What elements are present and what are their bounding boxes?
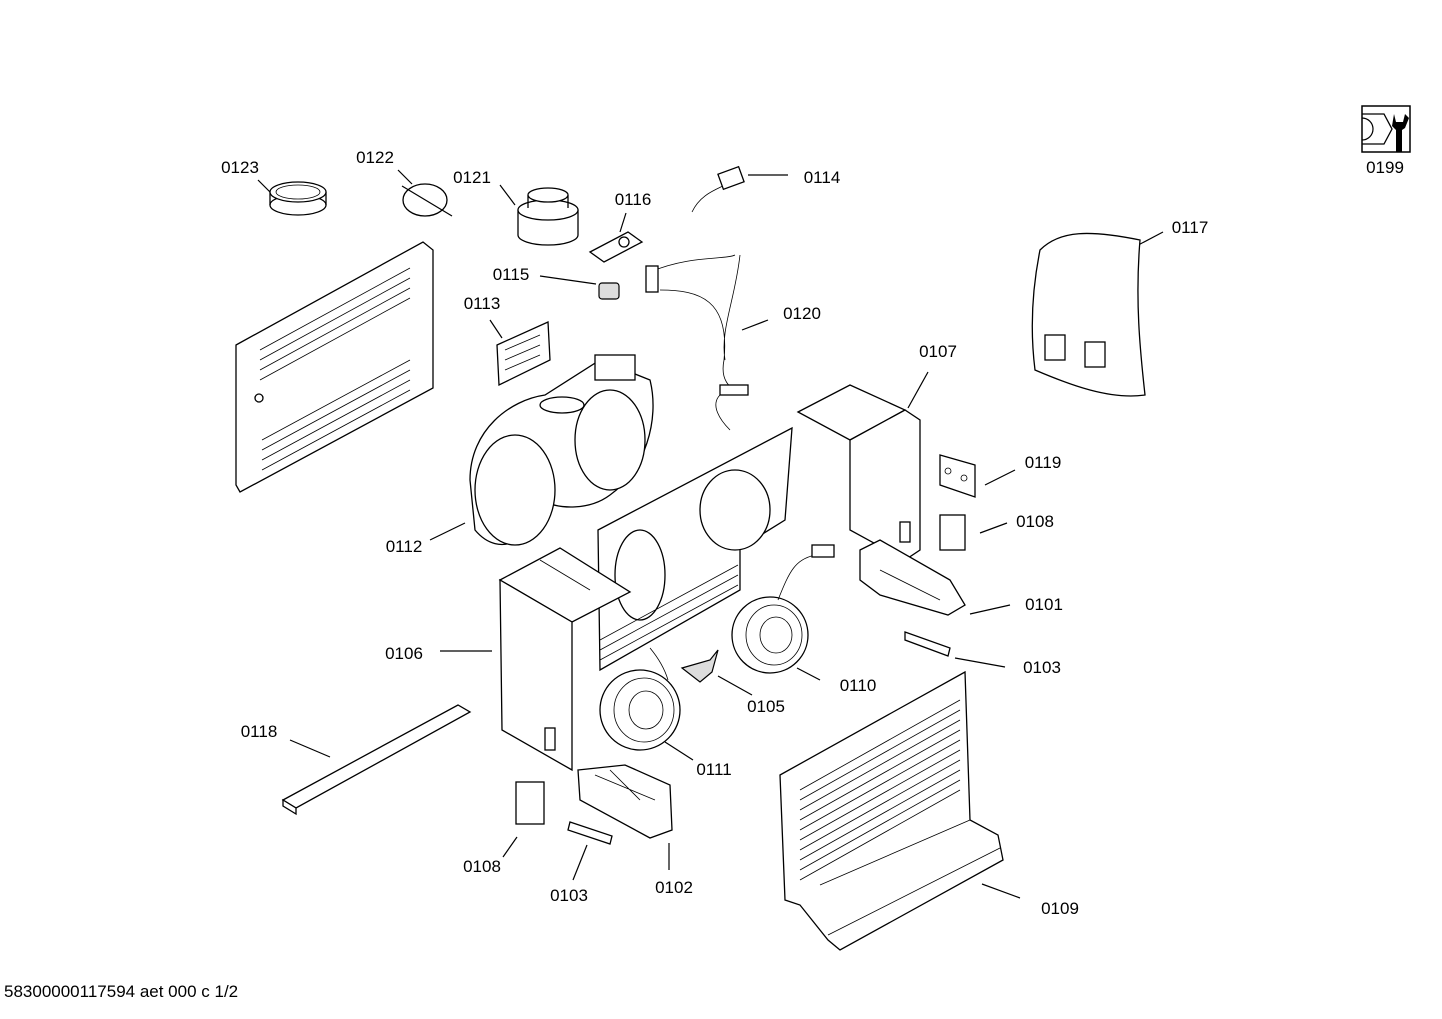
part-0116-board — [588, 231, 644, 263]
part-0110-fan-right — [731, 544, 835, 674]
label-0108-right[interactable]: 0108 — [1016, 512, 1054, 531]
label-0120[interactable]: 0120 — [783, 304, 821, 323]
part-0103-strip-left — [567, 821, 613, 845]
part-0115-switch — [598, 282, 620, 300]
part-0122-flap — [401, 183, 453, 217]
label-0103-right[interactable]: 0103 — [1023, 658, 1061, 677]
label-0117[interactable]: 0117 — [1171, 218, 1209, 237]
part-0105-clip — [680, 649, 719, 683]
part-0113-circuit-board — [496, 321, 551, 387]
label-0103-left[interactable]: 0103 — [550, 886, 588, 905]
part-0108-clip-right — [939, 514, 966, 551]
part-0107-bracket — [796, 384, 921, 561]
label-0121[interactable]: 0121 — [453, 168, 491, 187]
label-0115[interactable]: 0115 — [492, 265, 530, 284]
label-0106[interactable]: 0106 — [385, 644, 423, 663]
drawing-reference-footer: 58300000117594 aet 000 c 1/2 — [4, 982, 239, 1001]
part-0108-clip-left — [515, 781, 545, 825]
part-0114-power-plug — [691, 165, 745, 213]
part-0117-accessory-bag — [1031, 232, 1146, 397]
part-0112-fan-housing — [469, 354, 654, 546]
part-0121-duct-connector — [517, 187, 579, 246]
label-0108-left[interactable]: 0108 — [463, 857, 501, 876]
label-0122[interactable]: 0122 — [356, 148, 394, 167]
part-0111-fan-left — [599, 647, 681, 751]
part-0119-plate — [939, 454, 976, 498]
label-0199[interactable]: 0199 — [1366, 158, 1404, 177]
part-0106-housing-box — [498, 547, 632, 772]
part-0101-holder — [859, 539, 966, 616]
label-0105[interactable]: 0105 — [747, 697, 785, 716]
label-0113[interactable]: 0113 — [463, 294, 501, 313]
label-0119[interactable]: 0119 — [1024, 453, 1062, 472]
label-0110[interactable]: 0110 — [839, 676, 877, 695]
part-0118-rail — [281, 704, 472, 816]
leader-lines — [257, 169, 1164, 899]
label-0101[interactable]: 0101 — [1025, 595, 1063, 614]
label-0109[interactable]: 0109 — [1041, 899, 1079, 918]
part-inner-frame — [597, 426, 793, 672]
part-0102-holder — [577, 764, 673, 839]
label-0112[interactable]: 0112 — [385, 537, 423, 556]
label-0118[interactable]: 0118 — [240, 722, 278, 741]
tool-icon — [1361, 105, 1411, 153]
label-0111[interactable]: 0111 — [696, 760, 732, 779]
part-0103-strip-right — [904, 631, 951, 657]
label-0107[interactable]: 0107 — [919, 342, 957, 361]
part-side-panel-left — [235, 241, 434, 493]
label-0116[interactable]: 0116 — [614, 190, 652, 209]
label-0102[interactable]: 0102 — [655, 878, 693, 897]
part-0109-front-grille — [779, 670, 1004, 951]
label-0114[interactable]: 0114 — [803, 168, 841, 187]
part-0120-wiring-harness — [645, 254, 749, 431]
part-0123-duct-ring — [269, 181, 327, 216]
label-0123[interactable]: 0123 — [221, 158, 259, 177]
